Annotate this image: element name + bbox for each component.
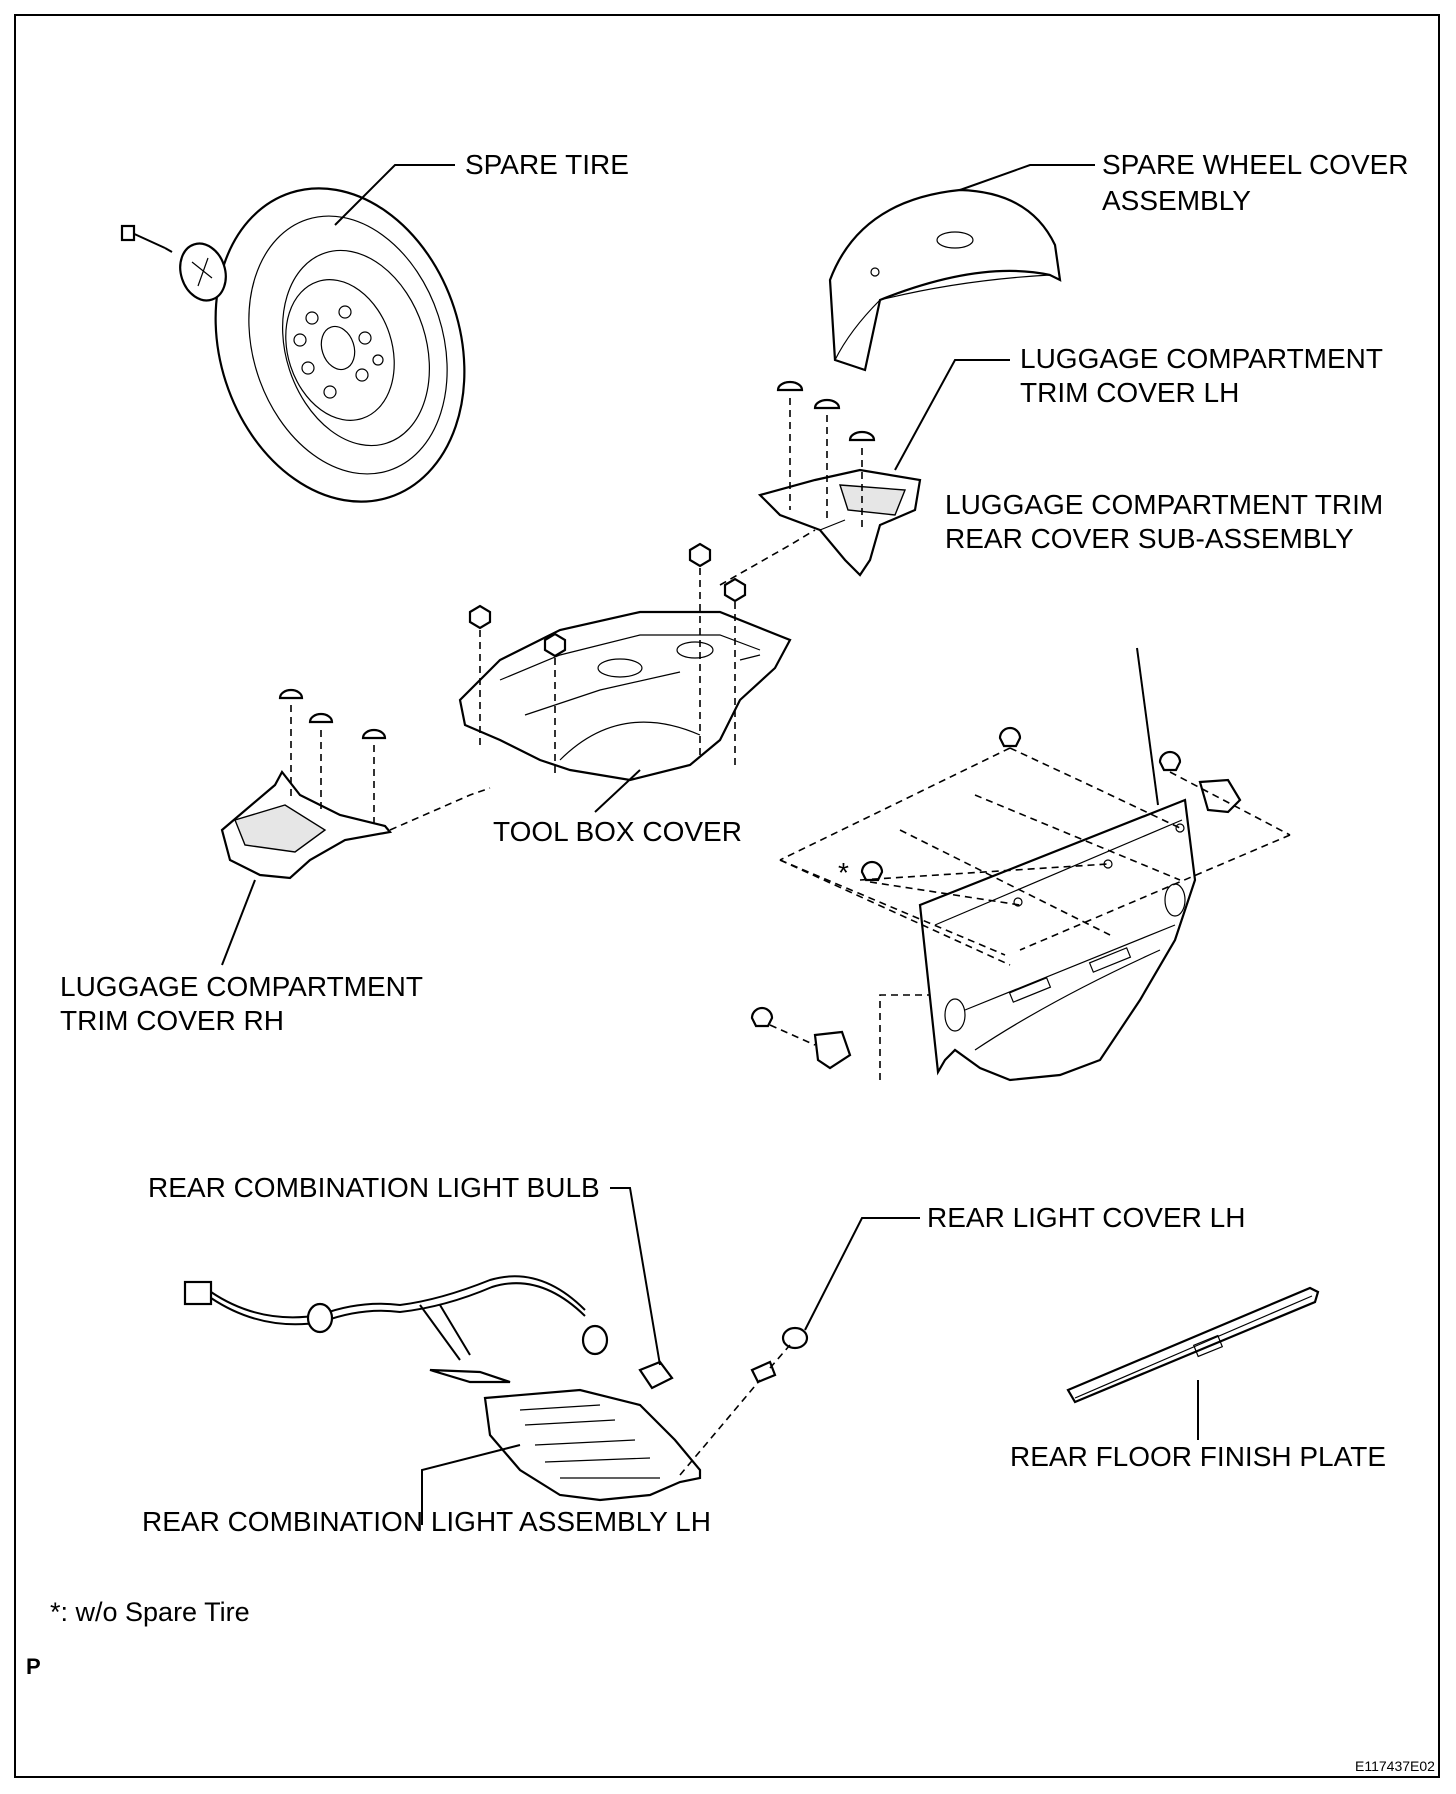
rear-light-assembly-drawing [183, 1275, 809, 1502]
tool-box-cover-drawing [458, 610, 792, 782]
label-trim-cover-rh-line1: LUGGAGE COMPARTMENT [60, 971, 424, 1002]
label-rear-light-bulb: REAR COMBINATION LIGHT BULB [148, 1172, 600, 1203]
label-rear-floor-plate: REAR FLOOR FINISH PLATE [1010, 1441, 1386, 1472]
label-trim-rear-cover-line1: LUGGAGE COMPARTMENT TRIM [945, 489, 1384, 520]
label-spare-wheel-cover-line2: ASSEMBLY [1102, 185, 1251, 216]
spare-tire-drawing [120, 187, 466, 503]
trim-cover-lh-drawing [757, 468, 922, 577]
rear-floor-plate-drawing [1066, 1286, 1320, 1404]
leader-lines [221, 164, 1199, 1525]
label-trim-rear-cover-line2: REAR COVER SUB-ASSEMBLY [945, 523, 1354, 554]
spare-wheel-cover-drawing [828, 188, 1062, 372]
label-rear-light-assembly: REAR COMBINATION LIGHT ASSEMBLY LH [142, 1506, 711, 1537]
rear-cover-panel-drawing [918, 798, 1197, 1082]
assembly-dashed-lines [290, 398, 1291, 1476]
diagram-border [14, 14, 1440, 1778]
label-tool-box-cover: TOOL BOX COVER [493, 816, 742, 847]
figure-code: E117437E02 [1355, 1758, 1435, 1774]
label-rear-light-cover: REAR LIGHT COVER LH [927, 1202, 1246, 1233]
label-trim-cover-lh-line1: LUGGAGE COMPARTMENT [1020, 343, 1384, 374]
label-asterisk: * [838, 857, 849, 888]
page-marker: P [26, 1654, 41, 1679]
label-trim-cover-rh-line2: TRIM COVER RH [60, 1005, 284, 1036]
label-spare-wheel-cover-line1: SPARE WHEEL COVER [1102, 149, 1409, 180]
trim-cover-rh-drawing [220, 769, 393, 880]
label-spare-tire: SPARE TIRE [465, 149, 629, 180]
label-trim-cover-lh-line2: TRIM COVER LH [1020, 377, 1240, 408]
fasteners-drawing [278, 380, 1242, 1070]
footnote: *: w/o Spare Tire [50, 1597, 250, 1627]
